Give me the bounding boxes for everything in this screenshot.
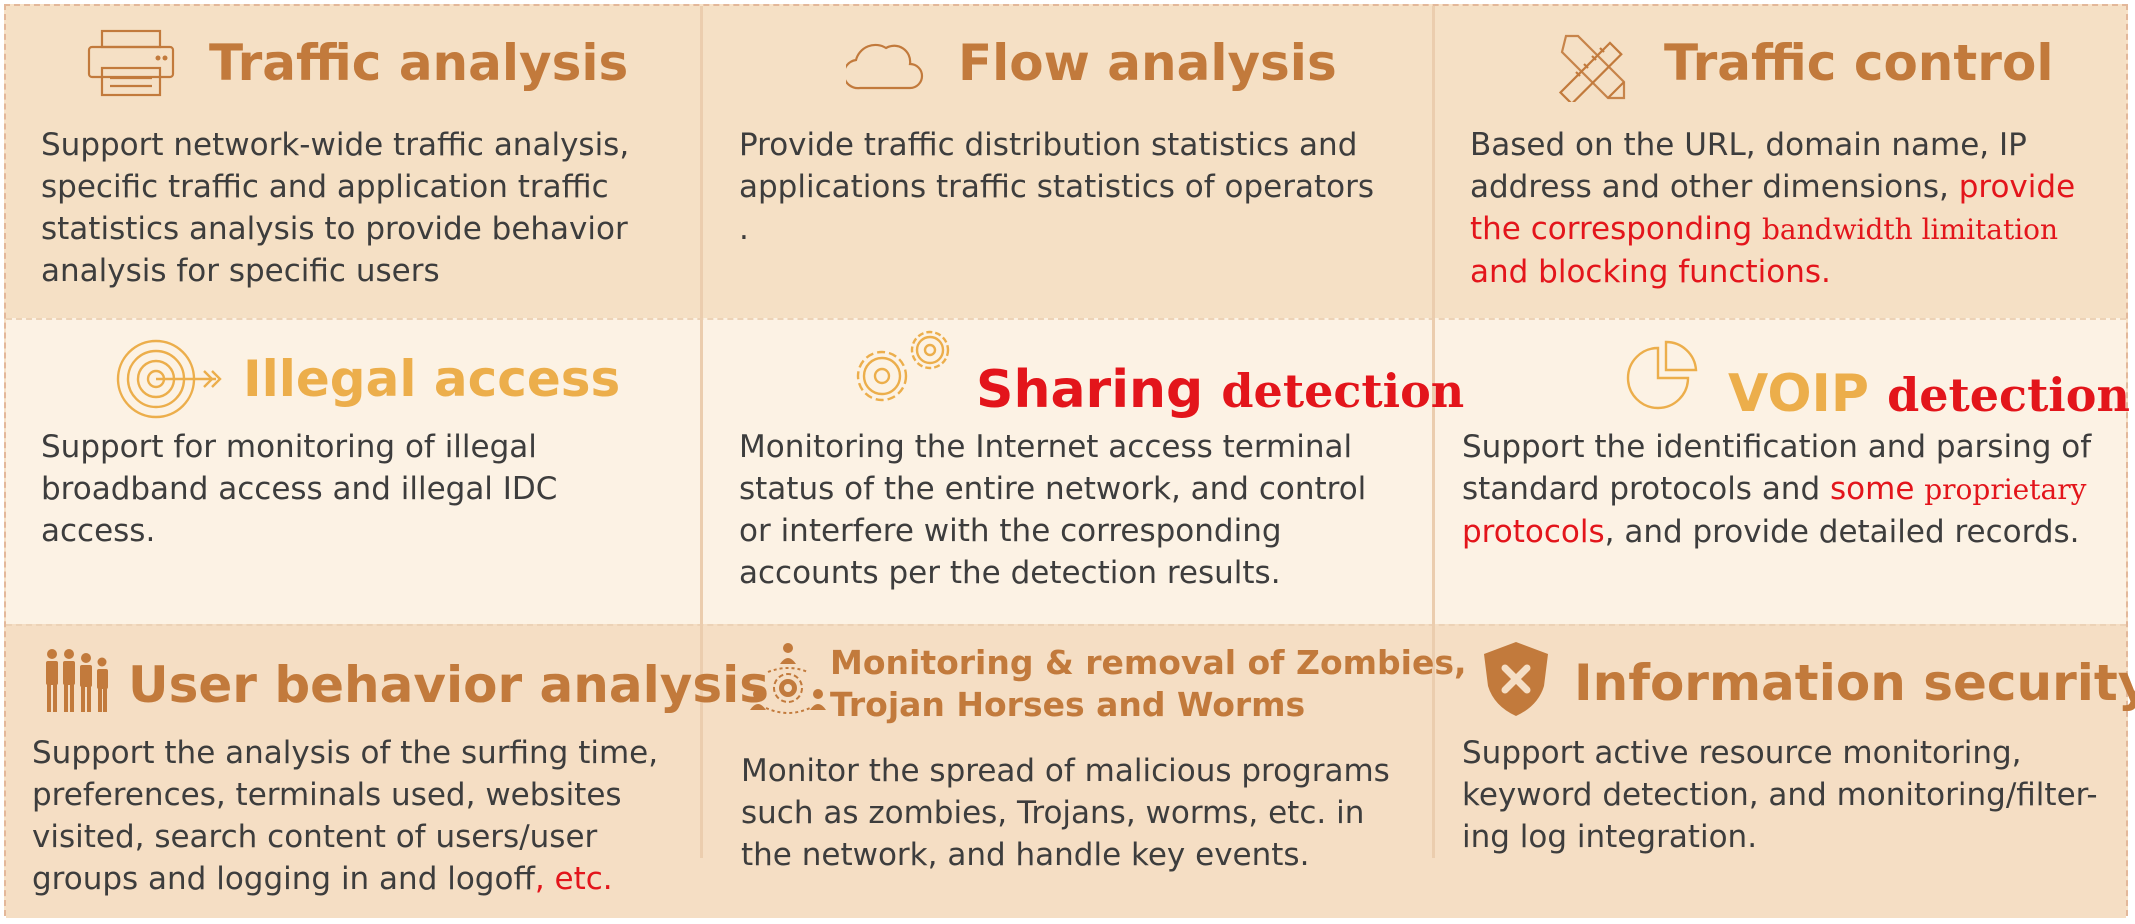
row-divider xyxy=(6,624,2126,626)
card-description: Provide traffic distribution statistics … xyxy=(739,127,1375,247)
highlight-text: bandwidth limitation xyxy=(1762,213,2059,246)
card-description: Support the identification and parsing o… xyxy=(1462,426,2122,553)
card-title: Information security xyxy=(1574,654,2135,712)
gears-icon xyxy=(856,330,950,402)
card-title: Traffic analysis xyxy=(209,34,629,92)
row-middle xyxy=(6,318,2126,624)
card-title: User behavior analysis xyxy=(128,656,769,714)
feature-grid xyxy=(4,4,2128,918)
row-divider xyxy=(6,318,2126,320)
shield-x-icon xyxy=(1484,642,1548,716)
row-top xyxy=(6,6,2126,318)
cloud-icon xyxy=(846,43,924,90)
description-text: Based on the URL, domain name, IP addres… xyxy=(1470,127,2027,205)
highlight-text: provide the corresponding xyxy=(1470,169,2076,247)
description-text: Support the analysis of the surfing time… xyxy=(32,735,659,897)
card-title: VOIP detection xyxy=(1728,364,2130,424)
title-line: Trojan Horses and Worms xyxy=(830,685,1306,724)
column-divider xyxy=(700,6,703,858)
card-description: Based on the URL, domain name, IP addres… xyxy=(1470,124,2110,293)
highlight-text: protocols xyxy=(1462,514,1605,550)
card-title: Monitoring & removal of Zombies, Trojan … xyxy=(830,642,1467,726)
card-description: Monitoring the Internet access terminal … xyxy=(739,429,1367,591)
network-people-gear-icon xyxy=(750,643,826,714)
description-text: Support the identification and parsing o… xyxy=(1462,429,2092,507)
card-title: Illegal access xyxy=(243,350,621,408)
card-description: Support the analysis of the surfing time… xyxy=(32,732,682,900)
card-description: Support active resource monitoring, keyw… xyxy=(1462,735,2098,855)
column-divider xyxy=(1432,6,1435,858)
pie-chart-icon xyxy=(1626,340,1698,410)
row-bottom xyxy=(6,624,2126,918)
card-title: Traffic control xyxy=(1664,34,2054,92)
card-description: Monitor the spread of malicious programs… xyxy=(741,753,1390,873)
target-arrow-icon xyxy=(116,339,222,419)
title-line: Monitoring & removal of Zombies, xyxy=(830,643,1467,682)
card-title: Flow analysis xyxy=(958,34,1337,92)
card-description: Support for monitoring of illegal broadb… xyxy=(41,429,558,549)
people-group-icon xyxy=(46,649,108,712)
title-part: detection xyxy=(1221,364,1465,418)
ruler-pencil-icon xyxy=(1558,34,1626,102)
highlight-text: , etc. xyxy=(534,861,613,897)
highlight-text: proprietary xyxy=(1924,473,2087,506)
card-description: Support network-wide traffic analysis, s… xyxy=(41,127,630,289)
printer-icon xyxy=(87,29,175,97)
title-part: Sharing xyxy=(976,360,1204,420)
title-part: VOIP xyxy=(1728,364,1869,424)
title-part: detection xyxy=(1887,368,2130,422)
description-text: , and provide detailed records. xyxy=(1604,514,2080,550)
highlight-text: and blocking functions. xyxy=(1470,254,1831,290)
highlight-text: some xyxy=(1830,471,1925,507)
card-title: Sharing detection xyxy=(976,360,1464,420)
